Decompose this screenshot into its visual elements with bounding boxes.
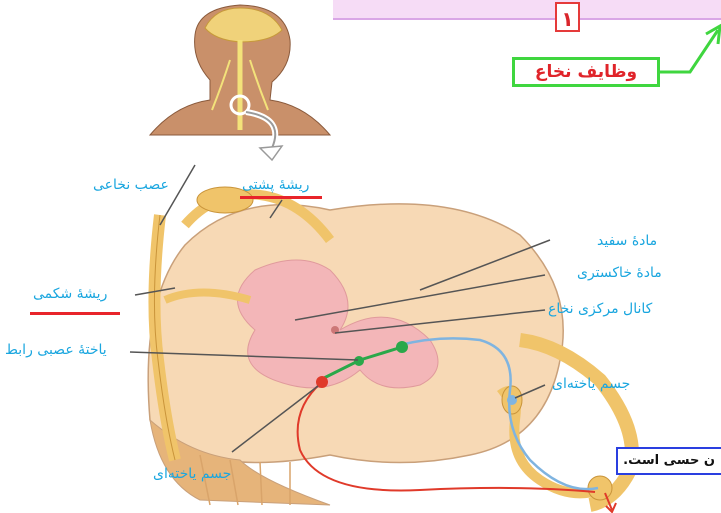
label-central-canal: کانال مرکزی نخاع bbox=[548, 300, 652, 318]
title-box: وظایف نخاع bbox=[512, 57, 660, 87]
ventral-root-underline bbox=[30, 312, 120, 315]
label-white-matter: مادهٔ سفید bbox=[597, 232, 657, 250]
dorsal-root-underline bbox=[240, 196, 322, 199]
label-interneuron: یاختهٔ عصبی رابط bbox=[5, 341, 107, 359]
caption-text: ن حسی است. bbox=[618, 449, 715, 473]
label-gray-matter: مادهٔ خاکستری bbox=[577, 264, 662, 282]
label-dorsal-root: ریشهٔ پشتی bbox=[242, 176, 309, 194]
human-figure bbox=[150, 5, 330, 135]
caption-box: ن حسی است. bbox=[616, 447, 721, 475]
label-cell-body-right: جسم یاخته‌ای bbox=[552, 375, 630, 393]
label-ventral-root: ریشهٔ شکمی bbox=[33, 285, 107, 303]
label-cell-body-bottom: جسم یاخته‌ای bbox=[153, 465, 231, 483]
label-spinal-nerve: عصب نخاعی bbox=[93, 176, 169, 194]
